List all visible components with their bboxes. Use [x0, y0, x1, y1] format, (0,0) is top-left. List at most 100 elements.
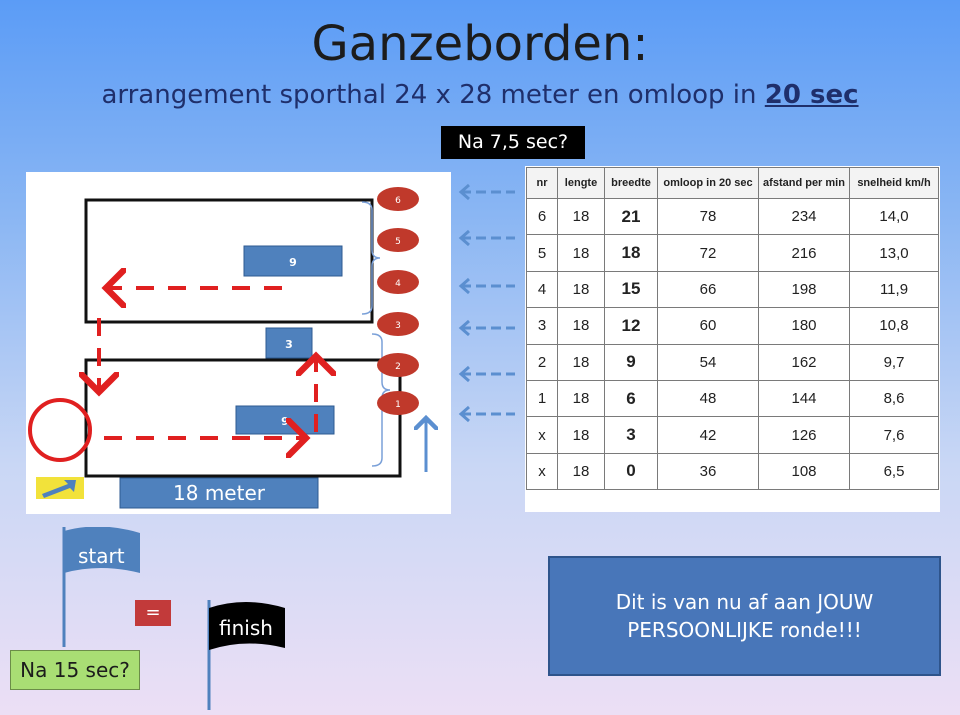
table-cell: 13,0	[849, 234, 939, 272]
table-cell: 72	[657, 234, 759, 272]
svg-text:1: 1	[395, 400, 401, 410]
table-cell: 216	[758, 234, 850, 272]
table-cell: 36	[657, 452, 759, 491]
speed-table: nr lengte breedte omloop in 20 sec afsta…	[526, 167, 939, 491]
table-cell: 18	[604, 234, 658, 272]
table-cell: 6,5	[849, 452, 939, 491]
length-label: 18 meter	[173, 481, 266, 505]
table-cell: 18	[557, 452, 605, 491]
table-cell: 1	[526, 379, 558, 418]
table-cell: 198	[758, 270, 850, 309]
table-cell: 144	[758, 379, 850, 418]
table-cell: 162	[758, 343, 850, 381]
block-3-label: 3	[285, 338, 293, 351]
cone-4: 4	[377, 270, 419, 294]
table-cell: 42	[657, 416, 759, 454]
table-cell: x	[526, 452, 558, 491]
row-arrow-5	[458, 229, 515, 247]
start-label: start	[78, 544, 125, 568]
table-cell: 66	[657, 270, 759, 309]
table-cell: 108	[758, 452, 850, 491]
row-arrow-2	[458, 365, 515, 383]
court-upper	[84, 198, 374, 324]
message-line-1: Dit is van nu af aan JOUW	[615, 590, 874, 614]
table-cell: 12	[604, 307, 658, 345]
cone-2: 2	[377, 353, 419, 377]
table-cell: 3	[604, 416, 658, 454]
personal-round-message: Dit is van nu af aan JOUW PERSOONLIJKE r…	[548, 556, 941, 676]
start-circle	[28, 398, 92, 462]
cone-3: 3	[377, 312, 419, 336]
table-cell: 60	[657, 307, 759, 345]
table-cell: 8,6	[849, 379, 939, 418]
table-cell: 54	[657, 343, 759, 381]
row-arrow-4	[458, 277, 515, 295]
slide-title: Ganzeborden:	[311, 16, 649, 72]
table-cell: 9	[604, 343, 658, 381]
block-9-bottom-label: 9	[281, 415, 289, 428]
table-cell: 18	[557, 416, 605, 454]
table-cell: 9,7	[849, 343, 939, 381]
table-cell: 78	[657, 197, 759, 236]
finish-label: finish	[219, 616, 273, 640]
col-header: breedte	[604, 167, 658, 199]
table-cell: 14,0	[849, 197, 939, 236]
table-cell: 11,9	[849, 270, 939, 309]
table-cell: 4	[526, 270, 558, 309]
table-cell: 7,6	[849, 416, 939, 454]
length-bar	[119, 477, 319, 509]
block-9-top-label: 9	[289, 256, 297, 269]
start-flag-icon	[62, 527, 140, 647]
equals-badge: =	[135, 600, 171, 626]
brace-lower	[371, 333, 391, 467]
table-cell: 18	[557, 343, 605, 381]
table-cell: 48	[657, 379, 759, 418]
speed-table-panel: nr lengte breedte omloop in 20 sec afsta…	[525, 166, 940, 512]
badge-na-15-sec: Na 15 sec?	[10, 650, 140, 690]
table-cell: x	[526, 416, 558, 454]
col-header: afstand per min	[758, 167, 850, 199]
col-header: snelheid km/h	[849, 167, 939, 199]
field-diagram: 9 3 9 6 5 4 3 2 1	[26, 172, 451, 514]
table-cell: 15	[604, 270, 658, 309]
badge-na-7-5-sec: Na 7,5 sec?	[441, 126, 585, 159]
subtitle-highlight: 20 sec	[764, 80, 859, 110]
col-header: omloop in 20 sec	[657, 167, 759, 199]
corner-arrow-icon	[42, 480, 76, 498]
table-cell: 18	[557, 234, 605, 272]
table-header-row: nr lengte breedte omloop in 20 sec afsta…	[526, 167, 939, 199]
table-cell: 18	[557, 197, 605, 236]
svg-text:2: 2	[395, 362, 401, 372]
table-cell: 234	[758, 197, 850, 236]
table-cell: 10,8	[849, 307, 939, 345]
table-cell: 18	[557, 307, 605, 345]
cone-5: 5	[377, 228, 419, 252]
field-diagram-drawing: 9 3 9 6 5 4 3 2 1	[28, 187, 451, 509]
table-cell: 6	[604, 379, 658, 418]
svg-text:4: 4	[395, 279, 401, 289]
table-cell: 2	[526, 343, 558, 381]
table-cell: 6	[526, 197, 558, 236]
table-cell: 0	[604, 452, 658, 491]
row-arrow-3	[458, 319, 515, 337]
cone-6: 6	[377, 187, 419, 211]
row-arrow-6	[458, 183, 515, 201]
col-header: nr	[526, 167, 558, 199]
table-cell: 126	[758, 416, 850, 454]
message-line-2: PERSOONLIJKE ronde!!!	[627, 618, 862, 642]
block-9-top	[243, 245, 343, 277]
table-cell: 21	[604, 197, 658, 236]
subtitle-text: arrangement sporthal 24 x 28 meter en om…	[101, 80, 765, 110]
svg-text:6: 6	[395, 196, 401, 206]
finish-flag-icon	[207, 600, 285, 710]
cone-1: 1	[377, 391, 419, 415]
table-cell: 18	[557, 270, 605, 309]
table-cell: 5	[526, 234, 558, 272]
